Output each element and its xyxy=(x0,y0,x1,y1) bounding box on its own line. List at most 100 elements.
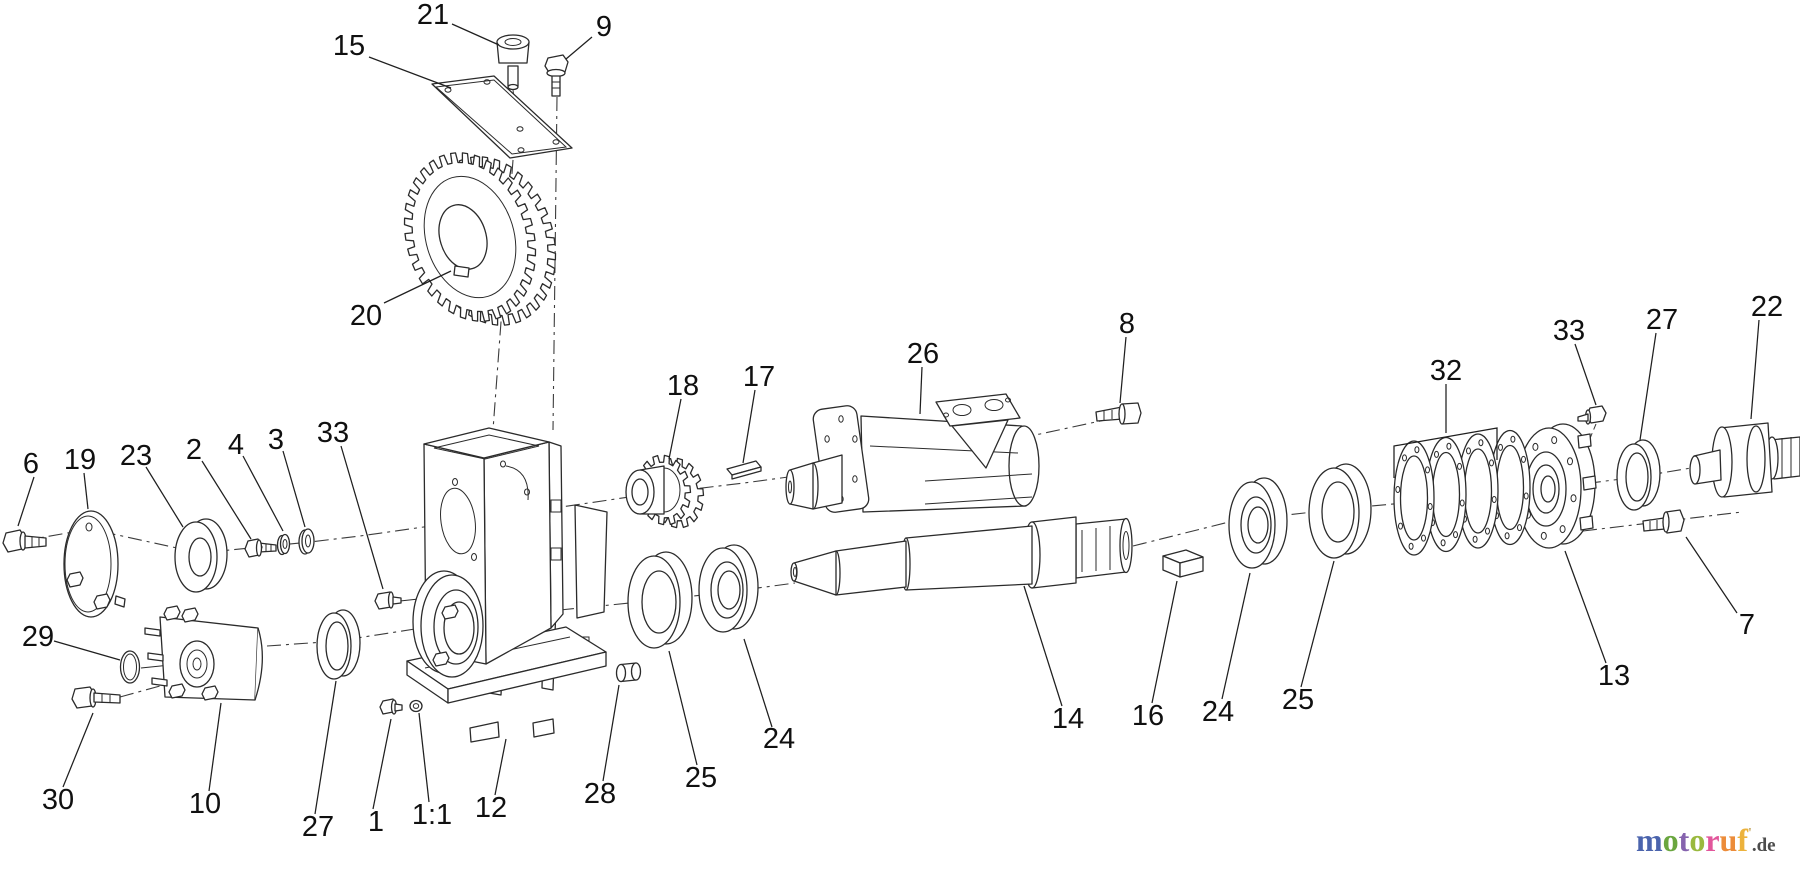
callout-label-3: 3 xyxy=(268,424,284,456)
callout-label-20: 20 xyxy=(350,300,382,332)
callout-label-26: 26 xyxy=(907,338,939,370)
part-bolt-7 xyxy=(1642,509,1685,534)
callout-label-28: 28 xyxy=(584,778,616,810)
part-bolt-6 xyxy=(2,529,47,553)
leader-line-8 xyxy=(1119,336,1127,404)
callout-label-10: 10 xyxy=(189,788,221,820)
part-plug-28 xyxy=(615,662,642,683)
part-seal-27-left xyxy=(316,609,361,680)
leader-line-29 xyxy=(53,640,121,661)
leader-line-17 xyxy=(742,389,756,464)
callout-label-17: 17 xyxy=(743,361,775,393)
callout-label-22: 22 xyxy=(1751,291,1783,323)
callout-label-32: 32 xyxy=(1430,355,1462,387)
leader-line-26 xyxy=(919,366,923,415)
part-bearing-23 xyxy=(174,518,228,593)
part-pinion-gear-18 xyxy=(625,454,705,529)
logo-letter: o xyxy=(1662,822,1679,858)
callout-label-24: 24 xyxy=(1202,696,1234,728)
callout-label-21: 21 xyxy=(417,0,449,31)
callout-label-25: 25 xyxy=(1282,684,1314,716)
part-output-shaft-14 xyxy=(790,516,1133,596)
callout-label-24: 24 xyxy=(763,723,795,755)
callout-label-25: 25 xyxy=(685,762,717,794)
callout-label-16: 16 xyxy=(1132,700,1164,732)
leader-line-4 xyxy=(242,455,284,532)
leader-line-25 xyxy=(668,650,698,766)
part-washer-4 xyxy=(276,533,291,556)
part-oring-29 xyxy=(119,650,141,684)
part-electric-motor-10 xyxy=(144,605,263,701)
motoruf-logo[interactable]: motoruf'.de xyxy=(1636,822,1776,859)
callout-label-1: 1 xyxy=(368,806,384,838)
leader-line-1 xyxy=(372,718,392,810)
leader-line-6 xyxy=(17,476,35,527)
logo-letter: t xyxy=(1678,822,1690,858)
part-bolt-2 xyxy=(244,538,277,558)
leader-line-33 xyxy=(1574,343,1597,406)
part-cover-19 xyxy=(63,510,126,618)
part-ring-25-left xyxy=(627,551,693,649)
part-grease-fitting-33-right xyxy=(1577,405,1607,425)
leader-line-22 xyxy=(1750,319,1760,420)
callout-label-23: 23 xyxy=(120,440,152,472)
callout-label-9: 9 xyxy=(596,11,612,43)
callout-label-2: 2 xyxy=(186,434,202,466)
part-bearing-flange-13 xyxy=(1516,423,1597,549)
part-ring-25-right xyxy=(1308,463,1372,559)
part-flange-bolt-8 xyxy=(1095,402,1142,425)
leader-line-28 xyxy=(602,684,620,782)
callout-label-15: 15 xyxy=(333,30,365,62)
leader-line-19 xyxy=(83,472,89,510)
part-gear-housing-12 xyxy=(406,427,608,743)
leader-line-24 xyxy=(743,638,773,728)
callout-label-19: 19 xyxy=(64,444,96,476)
group-bracket-32 xyxy=(1393,427,1498,478)
logo-tick: ' xyxy=(1747,826,1752,841)
part-bearing-24-left xyxy=(698,544,759,633)
leader-line-18 xyxy=(668,398,682,460)
part-bearing-24-right xyxy=(1228,477,1288,569)
callout-label-14: 14 xyxy=(1052,703,1084,735)
part-breather-plug-21 xyxy=(496,34,530,91)
part-washer-3 xyxy=(298,528,315,555)
logo-domain-suffix: .de xyxy=(1751,835,1776,856)
callout-label-12: 12 xyxy=(475,792,507,824)
leader-line-2 xyxy=(201,460,252,540)
part-nut-1-1 xyxy=(409,699,423,713)
part-seal-27-right xyxy=(1616,439,1661,511)
part-hydraulic-motor-26 xyxy=(785,393,1040,513)
leader-line-27 xyxy=(314,680,337,815)
callout-label-29: 29 xyxy=(22,621,54,653)
leader-line-10 xyxy=(208,702,222,792)
part-bolt-30 xyxy=(71,686,121,709)
callout-label-27: 27 xyxy=(302,811,334,843)
leader-line-33 xyxy=(340,445,384,590)
callout-label-1:1: 1:1 xyxy=(412,799,452,831)
callout-label-6: 6 xyxy=(23,448,39,480)
leader-line-14 xyxy=(1023,585,1063,707)
logo-letter: u xyxy=(1719,822,1738,858)
part-cover-plate-15 xyxy=(431,75,573,159)
logo-letter: r xyxy=(1705,822,1720,858)
part-drive-gear-20 xyxy=(403,152,557,326)
part-coupling-22 xyxy=(1689,422,1800,498)
leader-line-25 xyxy=(1300,560,1335,688)
part-gasket-set-32 xyxy=(1393,429,1531,556)
leader-line-20 xyxy=(383,270,452,304)
leader-line-21 xyxy=(451,23,500,46)
callout-label-7: 7 xyxy=(1739,609,1755,641)
leader-line-9 xyxy=(565,36,593,60)
callout-label-33: 33 xyxy=(1553,315,1585,347)
leader-line-27 xyxy=(1639,332,1657,441)
leader-line-16 xyxy=(1151,580,1178,704)
leader-line-12 xyxy=(494,738,507,796)
leader-line-13 xyxy=(1564,550,1607,664)
logo-letter: m xyxy=(1636,822,1663,858)
leader-line-1:1 xyxy=(418,712,430,803)
center-axis-lines xyxy=(21,89,1743,698)
part-key-16 xyxy=(1162,549,1204,578)
leader-line-15 xyxy=(368,56,452,89)
part-flange-bolt-9 xyxy=(544,54,569,97)
